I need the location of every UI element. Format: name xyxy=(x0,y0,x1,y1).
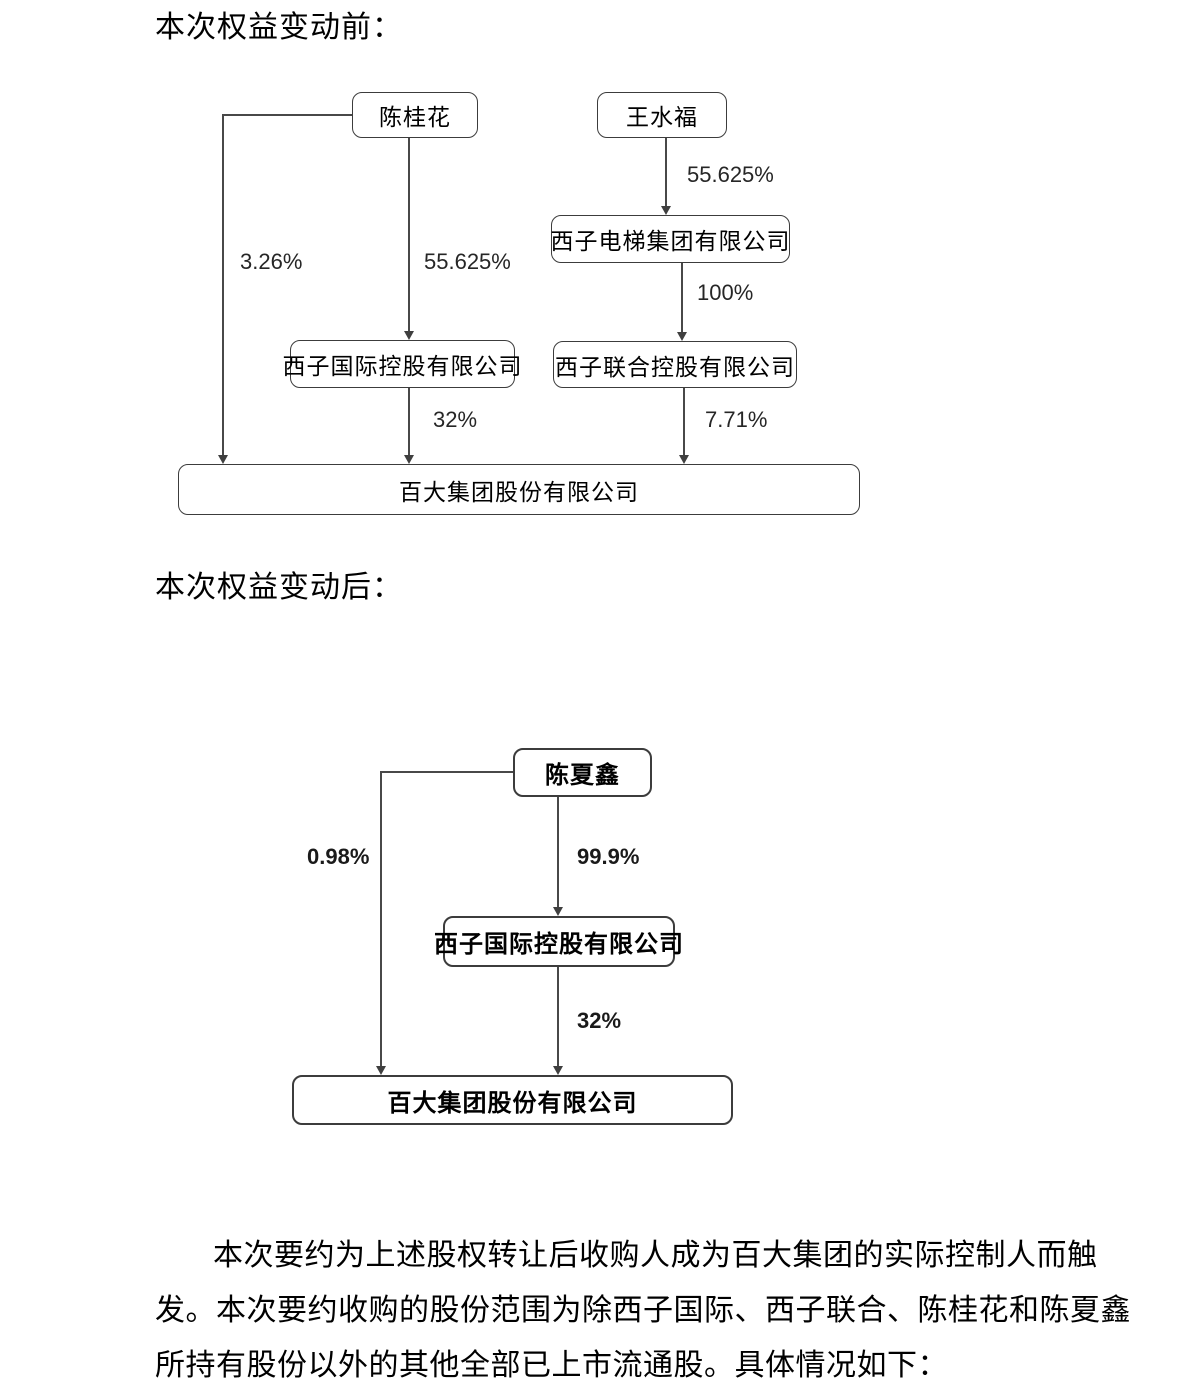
arrowhead-chen-to-xizi-international-icon xyxy=(404,331,414,340)
edge-label-wang-to-elevator: 55.625% xyxy=(687,162,774,187)
arrowhead-chen-to-baida-icon xyxy=(218,455,228,464)
node-baida-group-after: 百大集团股份有限公司 xyxy=(292,1075,733,1125)
arrowhead-international-to-baida-icon xyxy=(404,455,414,464)
connector-wang-to-xizi-elevator xyxy=(665,138,667,206)
arrowhead-chenxiaxin-to-international-icon xyxy=(553,907,563,916)
node-xizi-international: 西子国际控股有限公司 xyxy=(283,340,522,388)
node-chen-xiaxin: 陈夏鑫 xyxy=(513,748,652,797)
edge-label-chen-to-baida: 3.26% xyxy=(240,249,303,274)
node-xizi-international-after: 西子国际控股有限公司 xyxy=(434,916,683,967)
arrowhead-international-to-baida-after-icon xyxy=(553,1066,563,1075)
edge-label-international-to-baida-after: 32% xyxy=(577,1008,622,1033)
connector-chen-to-xizi-international xyxy=(408,138,410,331)
body-paragraph: 本次要约为上述股权转让后收购人成为百大集团的实际控制人而触 发。本次要约收购的股… xyxy=(155,1228,1131,1383)
edge-label-united-to-baida: 7.71% xyxy=(705,407,768,432)
connector-international-to-baida-after xyxy=(557,967,559,1066)
paragraph-line: 发。本次要约收购的股份范围为除西子国际、西子联合、陈桂花和陈夏鑫 xyxy=(155,1294,1131,1327)
node-xizi-elevator: 西子电梯集团有限公司 xyxy=(551,215,790,263)
node-chen-guihua: 陈桂花 xyxy=(352,92,478,138)
node-baida-group: 百大集团股份有限公司 xyxy=(178,464,860,515)
connector-chenxiaxin-to-international xyxy=(557,797,559,907)
connector-chen-left-horizontal xyxy=(222,114,352,116)
connector-international-to-baida xyxy=(408,388,410,455)
paragraph-line: 所持有股份以外的其他全部已上市流通股。具体情况如下： xyxy=(155,1349,948,1382)
arrowhead-united-to-baida-icon xyxy=(679,455,689,464)
edge-label-chen-to-international: 55.625% xyxy=(424,249,511,274)
connector-united-to-baida xyxy=(683,388,685,455)
edge-label-elevator-to-united: 100% xyxy=(697,280,754,305)
edge-label-chenxiaxin-to-baida: 0.98% xyxy=(307,844,370,869)
paragraph-line: 本次要约为上述股权转让后收购人成为百大集团的实际控制人而触 xyxy=(213,1239,1098,1272)
connector-chenxiaxin-left-horizontal xyxy=(380,771,513,773)
connector-chen-to-baida xyxy=(222,114,224,455)
node-wang-shuifu: 王水福 xyxy=(597,92,727,138)
connector-chenxiaxin-to-baida xyxy=(380,771,382,1066)
section-title-after: 本次权益变动后： xyxy=(155,571,403,604)
section-title-before: 本次权益变动前： xyxy=(155,11,403,44)
arrowhead-wang-to-xizi-elevator-icon xyxy=(661,206,671,215)
connector-elevator-to-united xyxy=(681,263,683,332)
edge-label-international-to-baida: 32% xyxy=(433,407,478,432)
arrowhead-chenxiaxin-to-baida-icon xyxy=(376,1066,386,1075)
edge-label-chenxiaxin-to-international: 99.9% xyxy=(577,844,640,869)
node-xizi-united: 西子联合控股有限公司 xyxy=(553,341,797,388)
arrowhead-elevator-to-united-icon xyxy=(677,332,687,341)
